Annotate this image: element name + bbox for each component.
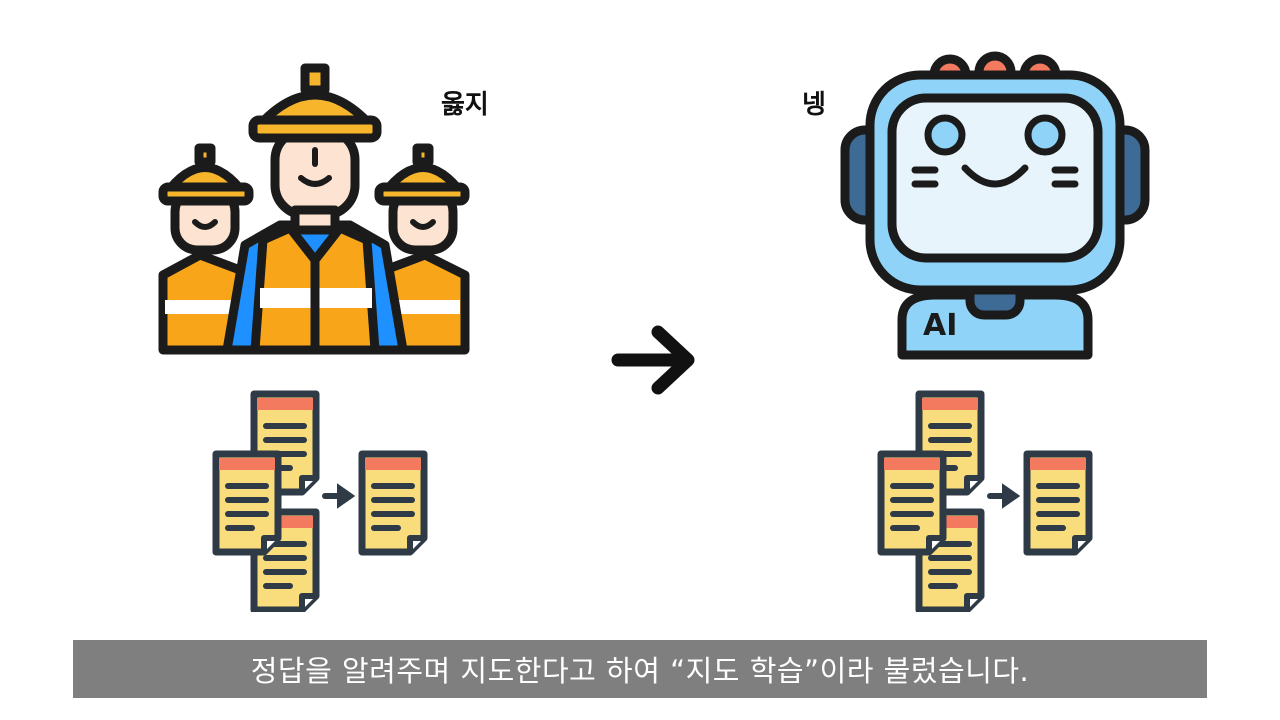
construction-workers-icon <box>158 63 470 355</box>
caption-bar: 정답을 알려주며 지도한다고 하여 “지도 학습”이라 불렀습니다. <box>73 640 1207 698</box>
caption-text: 정답을 알려주며 지도한다고 하여 “지도 학습”이라 불렀습니다. <box>250 654 1030 688</box>
robot-badge-text: AI <box>923 308 958 343</box>
arrow-right-icon <box>611 325 695 395</box>
documents-merge-icon <box>210 390 435 612</box>
ai-robot-icon: AI <box>840 50 1150 365</box>
right-speech-label: 넹 <box>802 90 826 120</box>
documents-merge-icon <box>875 390 1100 612</box>
left-speech-label: 옳지 <box>441 90 489 120</box>
